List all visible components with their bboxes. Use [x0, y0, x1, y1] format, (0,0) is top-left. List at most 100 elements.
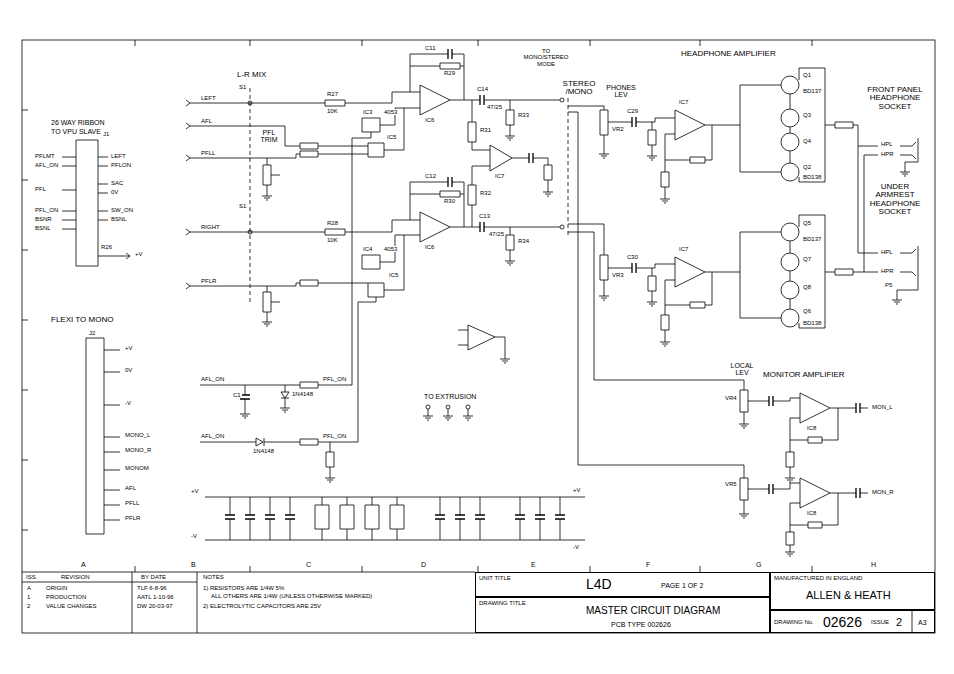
part-label: Q5: [802, 220, 812, 226]
section-heading: PHONES LEV: [604, 84, 638, 99]
part-label: SW_ON: [110, 207, 134, 213]
title-block-cell: DRAWING TITLEMASTER CIRCUIT DIAGRAMPCB T…: [475, 597, 770, 633]
part-label: PFLR: [124, 515, 141, 521]
title-block-cell: DRAWING No.02626ISSUE2A3: [770, 610, 935, 633]
part-label: C12: [424, 173, 437, 179]
section-heading: HEADPHONE AMPLIFIER: [680, 50, 777, 58]
part-label: AFL_ON: [200, 433, 225, 439]
section-heading: H: [870, 561, 877, 568]
switch-contact: [248, 101, 252, 105]
part-label: IC7: [494, 173, 505, 179]
part-label: P5: [884, 282, 893, 288]
part-label: BSNL: [110, 216, 128, 222]
part-label: ALL OTHERS ARE 1/4W (UNLESS OTHERWISE MA…: [210, 593, 373, 599]
part-label: AFL_ON: [200, 376, 225, 382]
part-label: AATL 1-10-96: [136, 594, 175, 600]
part-label: R26: [100, 244, 113, 250]
part-label: IC7: [678, 99, 689, 105]
part-label: PFLMT: [34, 153, 56, 159]
diode-symbols: [256, 392, 289, 446]
section-heading: TO VPU SLAVE: [50, 128, 102, 135]
section-heading: A: [80, 561, 87, 568]
part-label: R34: [517, 238, 530, 244]
section-heading: C: [305, 561, 312, 568]
part-label: SAC: [110, 180, 124, 186]
part-label: MONOM: [124, 465, 150, 471]
section-heading: L-R MIX: [236, 71, 267, 79]
title-text: MASTER CIRCUIT DIAGRAM: [586, 606, 720, 616]
title-text: PAGE 1 OF 2: [661, 582, 703, 589]
part-label: IC8: [806, 425, 817, 431]
part-label: HPR: [880, 151, 895, 157]
part-label: R29: [443, 70, 456, 76]
part-label: Q2: [802, 164, 812, 170]
part-label: Q6: [802, 308, 812, 314]
part-label: Q8: [802, 284, 812, 290]
transistor-symbol: [781, 133, 799, 151]
part-label: C30: [626, 254, 639, 260]
part-label: J1: [102, 131, 110, 137]
part-label: -V: [572, 544, 580, 550]
title-block-cell: MANUFACTURED IN ENGLANDALLEN & HEATH: [770, 572, 935, 610]
part-label: NOTES: [202, 574, 225, 580]
part-label: 4053: [383, 246, 398, 252]
connector-pin: [466, 405, 470, 409]
part-label: 2: [26, 603, 31, 609]
part-label: Q1: [802, 72, 812, 78]
part-label: IC5: [386, 134, 397, 140]
part-label: BSNR: [34, 216, 53, 222]
part-label: PFL_ON: [322, 433, 347, 439]
part-label: MON_L: [871, 404, 894, 410]
part-label: BY DATE: [140, 574, 167, 580]
part-label: C14: [476, 86, 489, 92]
section-heading: E: [530, 561, 537, 568]
part-label: C13: [478, 213, 491, 219]
part-label: 0V: [124, 367, 133, 373]
section-heading: TO EXTRUSION: [423, 393, 477, 400]
switch-contact: [248, 230, 252, 234]
section-heading: F: [645, 561, 651, 568]
part-label: HPL: [880, 249, 894, 255]
part-label: BD137: [802, 236, 822, 242]
part-label: 1N4148: [291, 391, 314, 397]
title-text: 02626: [823, 615, 862, 629]
ground-symbols: [240, 132, 910, 556]
section-heading: MONITOR AMPLIFIER: [762, 371, 846, 379]
part-label: R30: [443, 198, 456, 204]
part-label: 47/25: [486, 104, 503, 110]
ic-boxes: [315, 118, 404, 529]
title-text: 2: [896, 617, 902, 628]
part-label: 0V: [110, 189, 119, 195]
title-text: A3: [918, 619, 927, 626]
part-label: REVISION: [60, 574, 91, 580]
part-label: R28: [326, 220, 339, 226]
part-label: VR5: [724, 481, 738, 487]
title-text: DRAWING No.: [774, 619, 814, 625]
part-label: 1) RESISTORS ARE 1/4W 5%: [202, 585, 285, 591]
circuit-lines: [22, 40, 935, 633]
part-label: PRODUCTION: [45, 594, 87, 600]
title-text: UNIT TITLE: [479, 575, 511, 581]
part-label: TLF 6-8-96: [136, 585, 168, 591]
part-label: RIGHT: [200, 224, 221, 230]
section-heading: STEREO /MONO: [558, 80, 600, 97]
part-label: VR4: [724, 395, 738, 401]
part-label: PFL_ON: [34, 207, 59, 213]
part-label: MON_R: [871, 489, 895, 495]
part-label: PFL: [34, 186, 47, 192]
part-label: PFL_ON: [322, 376, 347, 382]
wires: [62, 54, 918, 548]
part-label: R32: [479, 190, 492, 196]
part-label: +V: [124, 345, 134, 351]
part-label: 1: [26, 594, 31, 600]
part-label: 2) ELECTROLYTIC CAPACITORS ARE 25V: [202, 603, 322, 609]
part-label: BSNL: [34, 225, 52, 231]
part-label: +V: [190, 488, 200, 494]
part-label: IC5: [388, 272, 399, 278]
part-label: C29: [626, 108, 639, 114]
sheet-frame: [22, 40, 935, 633]
part-label: AFL: [124, 485, 137, 491]
section-heading: B: [190, 561, 197, 568]
part-label: J2: [88, 330, 96, 336]
